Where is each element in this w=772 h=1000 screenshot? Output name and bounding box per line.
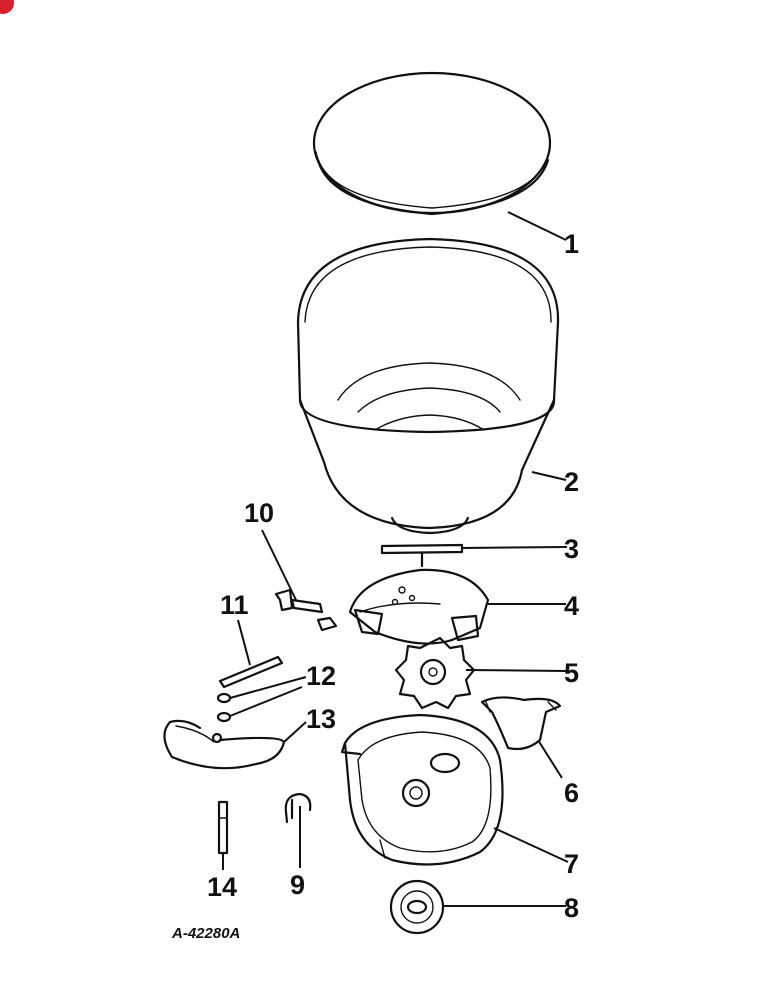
leader-12b (229, 686, 303, 717)
leader-10 (261, 529, 297, 601)
callout-7: 7 (564, 849, 579, 879)
leader-2 (531, 471, 567, 481)
leader-lines (222, 211, 569, 907)
callout-1: 1 (564, 229, 579, 259)
leader-12a (229, 676, 307, 699)
part-5-seed-plate (394, 636, 476, 710)
part-10-lever (274, 588, 338, 632)
part-8-bushing (389, 879, 445, 935)
leader-13 (283, 721, 307, 743)
callout-4: 4 (564, 591, 579, 621)
part-9-clip (284, 792, 312, 824)
leader-11 (237, 619, 251, 666)
part-7-hopper-bottom (340, 713, 504, 866)
callout-9: 9 (290, 870, 305, 900)
leader-5 (465, 669, 567, 672)
part-13-spring (163, 719, 286, 770)
leader-6 (537, 739, 563, 779)
leader-3 (461, 546, 568, 549)
leader-1 (507, 211, 567, 241)
corner-badge (0, 0, 14, 14)
callout-2: 2 (564, 467, 579, 497)
part-11-link (218, 655, 284, 689)
callout-11: 11 (220, 590, 249, 620)
part-14-pin (217, 800, 229, 855)
callout-8: 8 (564, 893, 579, 923)
callout-14: 14 (207, 872, 237, 902)
callout-12: 12 (306, 661, 336, 691)
part-2-hopper (296, 237, 560, 535)
part-1-lid (312, 71, 552, 216)
callout-5: 5 (564, 658, 579, 688)
callouts: 1 2 3 4 5 6 7 8 9 10 11 12 13 14 (207, 229, 579, 923)
part-6-seed-boot (480, 696, 562, 751)
part-12-washers (216, 692, 232, 723)
part-4-cutoff-cover (348, 568, 490, 645)
callout-10: 10 (244, 498, 274, 528)
callout-3: 3 (564, 534, 579, 564)
part-3-shaft (380, 543, 464, 568)
callout-6: 6 (564, 778, 579, 808)
leader-7 (493, 827, 569, 863)
callout-13: 13 (306, 704, 336, 734)
figure-code: A-42280A (171, 925, 240, 942)
